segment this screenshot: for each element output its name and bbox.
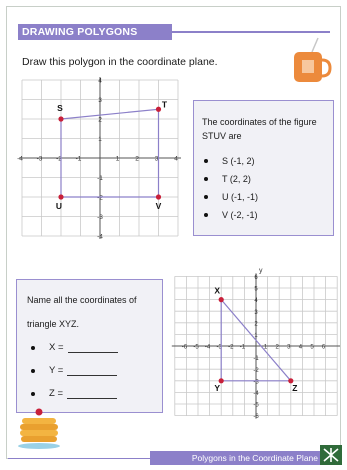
- y-tick-label: -1: [253, 356, 259, 362]
- x-tick-label: -3: [37, 156, 43, 163]
- y-tick-label: -5: [253, 403, 259, 409]
- list-item: X =: [31, 336, 118, 359]
- point-s: [58, 116, 64, 122]
- y-tick-label: 3: [254, 310, 258, 316]
- y-tick-label: 1: [98, 136, 102, 143]
- y-axis-label: y: [259, 267, 263, 274]
- y-tick-label: -1: [97, 175, 103, 182]
- list-item: Z =: [31, 382, 118, 405]
- x-tick-label: -4: [17, 156, 23, 163]
- answer-blank[interactable]: [67, 342, 118, 353]
- coordinate-grid-xyz: -6-5-4-3-2-1123456654321-1-2-3-4-5-6xyXY…: [170, 252, 347, 429]
- point-u: [58, 194, 64, 200]
- bullet-icon: [31, 368, 35, 373]
- x-tick-label: -5: [193, 345, 199, 351]
- point-label-y: Y: [214, 383, 220, 393]
- point-v: [155, 194, 162, 200]
- x-tick-label: -1: [240, 345, 246, 351]
- instruction-text: Draw this polygon in the coordinate plan…: [22, 56, 218, 68]
- answer-blank[interactable]: [67, 365, 118, 376]
- point-label-s: S: [57, 103, 63, 113]
- polygon-shape: [220, 297, 293, 382]
- point-label-v: V: [156, 201, 162, 211]
- y-tick-label: -4: [253, 391, 259, 397]
- y-tick-label: -3: [97, 214, 103, 221]
- list-item: Y =: [31, 359, 118, 382]
- point-x: [218, 297, 224, 303]
- x-tick-label: 4: [299, 345, 303, 351]
- triangle-question-box: Name all the coordinates of triangle XYZ…: [16, 279, 163, 413]
- logo-icon: [320, 445, 342, 465]
- bullet-icon: [204, 195, 208, 199]
- x-tick-label: 1: [264, 345, 268, 351]
- coordinates-list: S (-1, 2) T (2, 2) U (-1, -1) V (-2, -1): [204, 152, 258, 224]
- point-label-z: Z: [292, 383, 297, 393]
- x-tick-label: 5: [310, 345, 314, 351]
- list-item: T (2, 2): [204, 170, 258, 188]
- x-tick-label: -4: [205, 345, 211, 351]
- point-t: [155, 106, 162, 112]
- footer-title: Polygons in the Coordinate Plane: [150, 451, 322, 465]
- coordinates-box-stuv: The coordinates of the figure STUV are S…: [193, 100, 334, 236]
- page-title: DRAWING POLYGONS: [18, 24, 172, 40]
- pancakes-icon: [16, 408, 62, 455]
- list-item: S (-1, 2): [204, 152, 258, 170]
- y-tick-label: -2: [97, 195, 103, 202]
- answer-blank[interactable]: [67, 388, 117, 399]
- y-tick-label: -2: [253, 368, 259, 374]
- point-label-t: T: [162, 99, 168, 109]
- x-tick-label: -6: [182, 345, 188, 351]
- bullet-icon: [204, 177, 208, 181]
- point-z: [288, 378, 294, 384]
- answer-list: X = Y = Z =: [31, 336, 118, 405]
- point-label-u: U: [56, 201, 62, 211]
- title-rule: [168, 31, 330, 33]
- list-item: V (-2, -1): [204, 206, 258, 224]
- box-intro-text: Name all the coordinates of triangle XYZ…: [27, 295, 137, 329]
- y-tick-label: -4: [97, 234, 103, 241]
- y-tick-label: -6: [253, 414, 259, 420]
- bullet-icon: [204, 213, 208, 217]
- y-tick-label: 5: [254, 287, 258, 293]
- x-tick-label: 3: [155, 156, 159, 163]
- x-tick-label: -3: [217, 345, 223, 351]
- teabag-icon: [288, 36, 332, 93]
- y-tick-label: 3: [98, 97, 102, 104]
- point-label-x: X: [214, 286, 220, 296]
- x-tick-label: -2: [228, 345, 234, 351]
- polygon-shape: [60, 108, 160, 198]
- bullet-icon: [31, 391, 35, 396]
- x-tick-label: 4: [174, 156, 178, 163]
- coordinate-grid-stuv: -4 -3 -2 -1 1 2 3 4 4 3 2 1 -1 -2 -3 -4 S T V U: [14, 72, 190, 247]
- point-y: [218, 378, 224, 384]
- list-item: U (-1, -1): [204, 188, 258, 206]
- x-tick-label: 6: [322, 345, 326, 351]
- footer-rule: [8, 458, 150, 459]
- y-tick-label: 4: [254, 298, 258, 304]
- x-tick-label: 3: [287, 345, 291, 351]
- x-tick-label: -1: [76, 156, 82, 163]
- y-tick-label: 1: [254, 333, 258, 339]
- y-tick-label: -3: [253, 379, 259, 385]
- bullet-icon: [204, 159, 208, 163]
- y-tick-label: 2: [254, 321, 258, 327]
- x-tick-label: 2: [276, 345, 280, 351]
- bullet-icon: [31, 345, 35, 350]
- x-tick-label: 1: [116, 156, 120, 163]
- y-tick-label: 2: [98, 117, 102, 124]
- y-tick-label: 6: [254, 275, 258, 281]
- x-tick-label: 2: [135, 156, 139, 163]
- x-tick-label: -2: [56, 156, 62, 163]
- y-tick-label: 4: [98, 78, 102, 85]
- box-intro-text: The coordinates of the figure STUV are: [202, 117, 317, 141]
